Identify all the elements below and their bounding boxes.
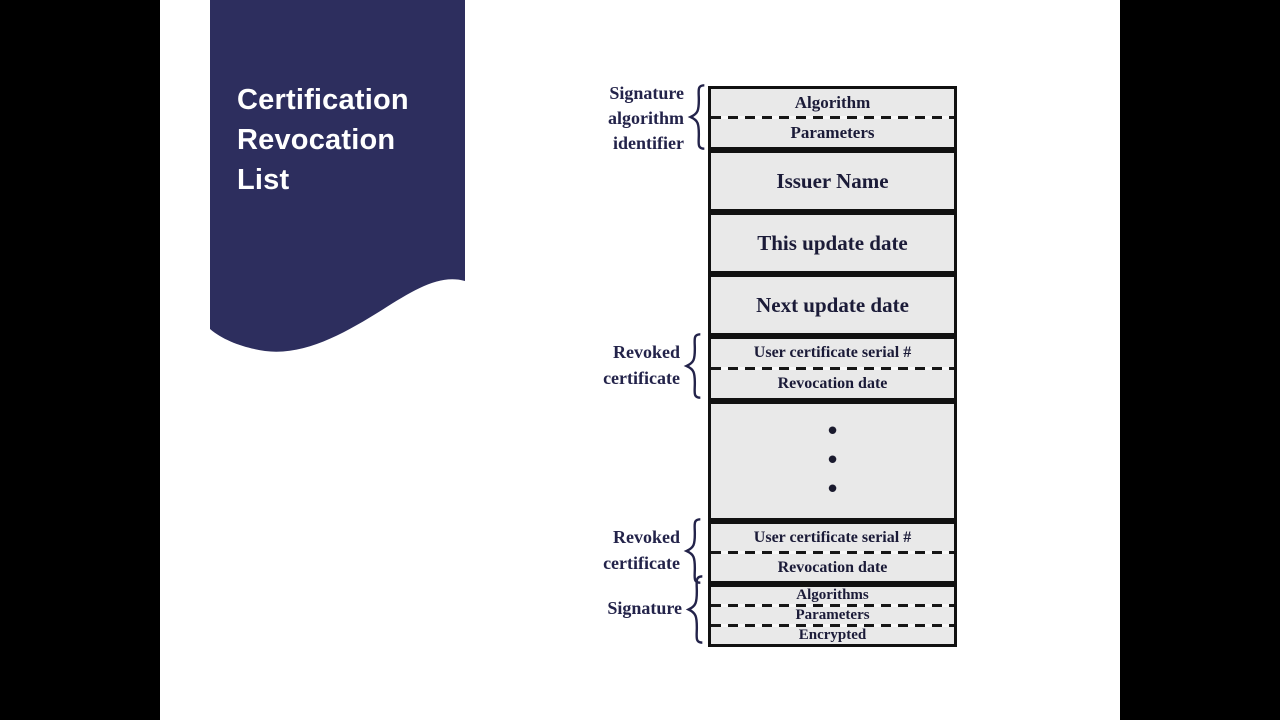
ellipsis-dot: • [824,474,841,505]
slide-title-line: Certification [237,84,409,116]
cell-signature: Algorithms Parameters Encrypted [711,587,954,644]
curly-brace-icon [682,518,704,584]
label-line: Signature [609,83,684,103]
right-letterbox-bar [1120,0,1280,720]
label-line: certificate [603,553,680,573]
cell-signature-algorithm-identifier: Algorithm Parameters [711,89,954,147]
field-issuer-name: Issuer Name [776,168,889,193]
field-parameters: Parameters [790,123,875,142]
field-revocation-date: Revocation date [777,558,888,576]
label-signature-algorithm-identifier: Signature algorithm identifier [552,81,684,156]
cell-next-update-date: Next update date [711,277,954,333]
dashed-divider [711,604,954,607]
field-user-certificate-serial: User certificate serial # [753,528,912,546]
left-letterbox-bar [0,0,160,720]
field-this-update-date: This update date [757,230,908,255]
crl-format-table: Algorithm Parameters Issuer Name This up… [708,86,957,647]
ellipsis-dot: • [824,416,841,447]
field-signature-algorithms: Algorithms [796,587,869,603]
cell-revoked-certificate-1: User certificate serial # Revocation dat… [711,339,954,398]
field-algorithm: Algorithm [794,92,871,112]
label-line: algorithm [608,108,684,128]
dashed-divider [711,367,954,370]
ellipsis-dot: • [824,445,841,476]
label-line: Revoked [613,342,680,362]
cell-ellipsis-dots: • • • [711,404,954,518]
slide-title-line: List [237,164,290,196]
cell-issuer-name: Issuer Name [711,153,954,209]
dashed-divider [711,551,954,554]
slide-title-line: Revocation [237,124,396,156]
curly-brace-icon [686,84,708,150]
field-next-update-date: Next update date [756,292,909,317]
field-revocation-date: Revocation date [777,375,888,392]
label-revoked-certificate-2: Revoked certificate [552,524,680,576]
label-line: Revoked [613,527,680,547]
label-signature: Signature [552,596,682,621]
field-signature-parameters: Parameters [795,607,870,623]
dashed-divider [711,116,954,119]
cell-this-update-date: This update date [711,215,954,271]
field-signature-encrypted: Encrypted [798,627,867,643]
label-revoked-certificate-1: Revoked certificate [552,339,680,391]
cell-revoked-certificate-2: User certificate serial # Revocation dat… [711,524,954,581]
label-line: identifier [613,133,684,153]
field-user-certificate-serial: User certificate serial # [753,344,912,361]
curly-brace-icon [682,333,704,399]
dashed-divider [711,624,954,627]
slide-title: Certification Revocation List [237,80,457,200]
title-panel-shape [210,0,465,352]
label-line: Signature [607,598,682,618]
curly-brace-icon [684,575,706,644]
label-line: certificate [603,368,680,388]
